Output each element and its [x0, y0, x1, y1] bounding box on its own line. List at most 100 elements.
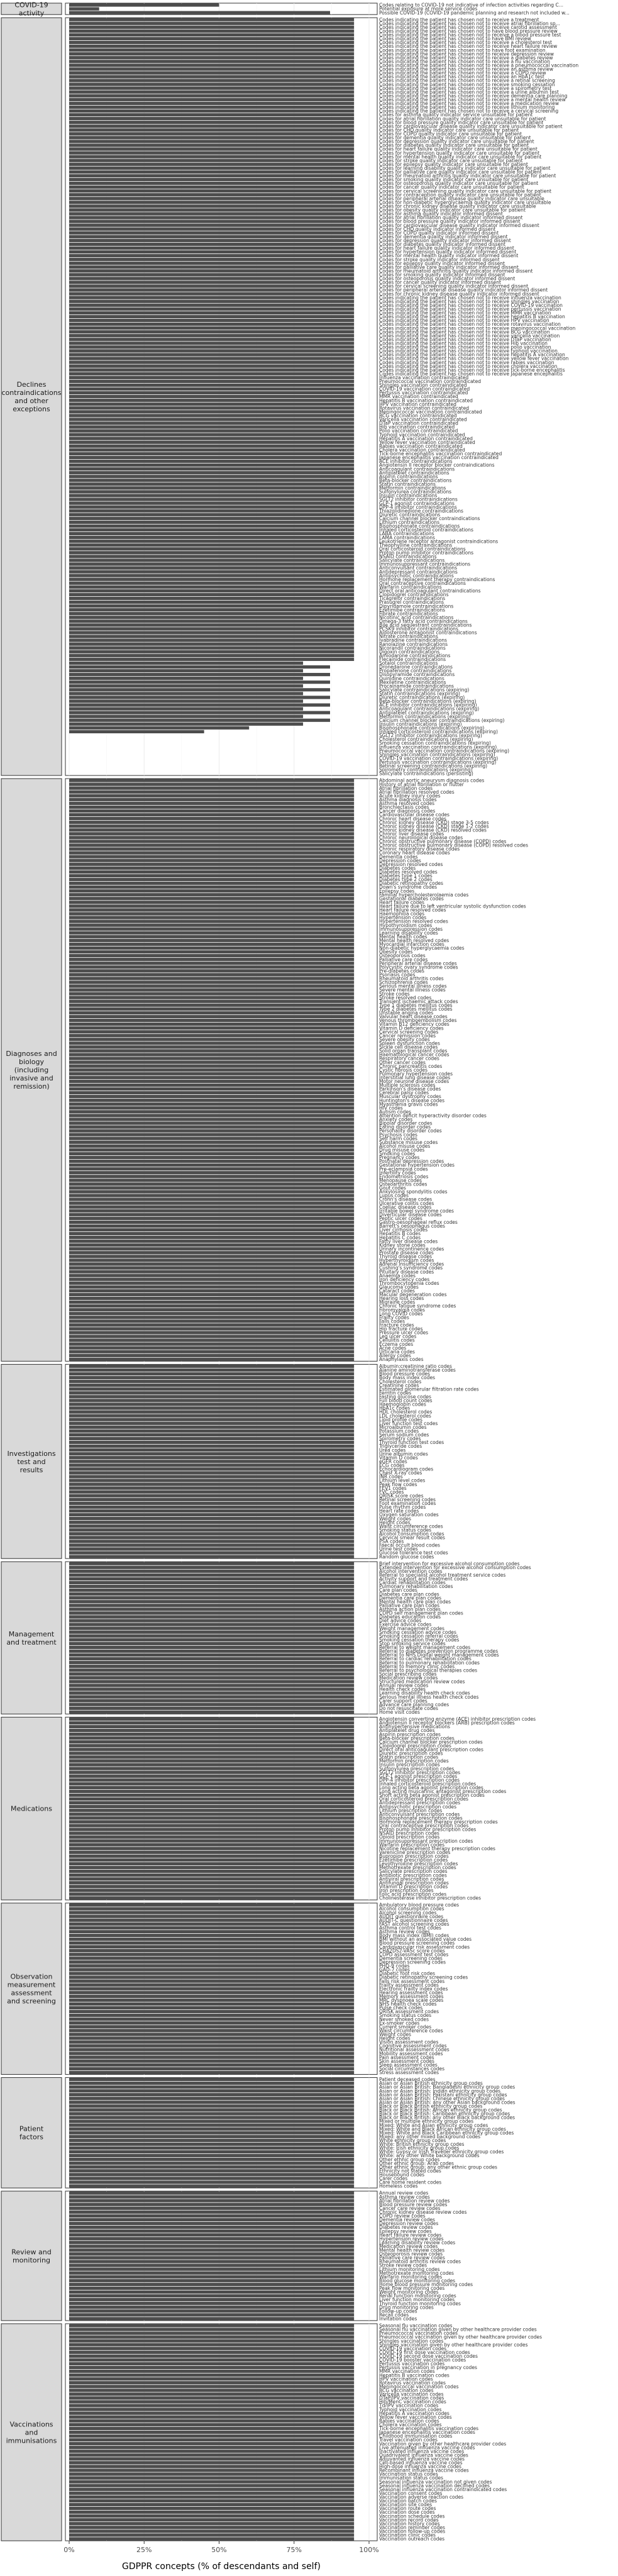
bar — [69, 1375, 355, 1380]
category-label: Methotrexate prescription codes — [379, 1865, 456, 1870]
category-label: Solid organ transplant codes — [379, 1048, 447, 1054]
category-label: Seasonal influenza vaccination not given… — [379, 2479, 492, 2485]
bar — [69, 688, 330, 692]
category-label: Myasthenia gravis codes — [379, 1101, 438, 1107]
category-label: Vaccination status codes — [379, 2472, 438, 2477]
bar — [69, 1387, 355, 1391]
bar — [69, 425, 355, 429]
facet-strip — [1, 1363, 62, 1559]
bar — [69, 1998, 355, 2002]
category-label: Blood pressure screening codes — [379, 1940, 455, 1946]
category-label: Weight codes — [379, 2032, 411, 2038]
bar — [69, 2465, 355, 2468]
bar — [69, 2396, 355, 2400]
category-label: Transient ischaemic attack codes — [378, 999, 458, 1004]
category-label: Vision assessment codes — [379, 2040, 438, 2045]
category-label: MMR vaccination contraindicated — [379, 394, 458, 399]
bar — [69, 338, 355, 341]
bar — [69, 604, 355, 608]
category-label: MRC dyspnoea scale codes — [379, 1997, 443, 2003]
bar — [69, 1163, 355, 1167]
bar — [69, 1463, 355, 1467]
bar — [69, 1144, 355, 1148]
facet-strip — [1, 17, 62, 776]
bar — [69, 1854, 355, 1858]
bar — [69, 984, 355, 988]
bar — [69, 2206, 355, 2210]
category-label: Codes for dementia quality indicator inf… — [379, 234, 507, 240]
bar — [69, 973, 355, 977]
category-label: Heart failure codes — [379, 899, 424, 905]
category-label: Salicylate contraindications (expiring) — [379, 687, 469, 692]
category-label: Fracture codes — [379, 1323, 414, 1328]
category-label: Heart failure review codes — [379, 2232, 441, 2238]
category-label: Falls risk assessment codes — [379, 1979, 444, 1984]
category-label: Cholera vaccination codes — [379, 2422, 442, 2428]
category-label: Drug misuse codes — [379, 1147, 424, 1153]
category-label: Asian or Asian British: Chinese ethnicit… — [379, 2096, 505, 2101]
category-label: Autism codes — [379, 1109, 411, 1114]
category-label: AUDIT-C questionnaire codes — [379, 1918, 448, 1923]
bar — [69, 821, 355, 824]
category-label: Chronic respiratory disease codes — [379, 847, 460, 852]
bar — [69, 1702, 355, 1706]
category-label: Height codes — [379, 2036, 411, 2041]
facet-strip — [1, 2323, 62, 2541]
bar — [69, 2013, 355, 2018]
bar — [69, 790, 355, 794]
category-label: Pre-eclampsia codes — [379, 1166, 428, 1172]
bar — [69, 1418, 355, 1421]
category-label: Diabetes codes — [379, 865, 416, 871]
category-label: QRISK score codes — [379, 1493, 424, 1499]
bar — [69, 2385, 355, 2389]
category-label: Direct oral anticoagulant prescription c… — [379, 1746, 483, 1752]
bar — [69, 307, 355, 311]
bar — [69, 657, 355, 661]
bar — [69, 965, 355, 969]
bar — [69, 1521, 355, 1524]
category-label: Codes for COPD quality indicator informe… — [379, 230, 499, 236]
bar — [69, 1026, 355, 1030]
category-label: Codes indicating the patient has chosen … — [379, 364, 558, 369]
bar — [69, 2529, 355, 2533]
category-label: Codes for heart failure quality indicato… — [379, 245, 514, 251]
category-label: Codes for stroke quality indicator infor… — [379, 257, 500, 262]
category-label: Drug monitoring codes — [379, 2304, 434, 2310]
category-label: Referral to NHS Digital weight managemen… — [379, 1652, 499, 1658]
bar — [69, 1862, 355, 1866]
category-label: Black or Black British: Caribbean ethnic… — [379, 2111, 510, 2117]
category-label: Ankylosing spondylitis codes — [379, 1189, 448, 1195]
bar — [69, 1740, 355, 1744]
bar — [69, 927, 355, 931]
bar — [69, 18, 355, 21]
category-label: Epilepsy codes — [379, 888, 414, 894]
category-label: Codes indicating the patient has chosen … — [379, 295, 561, 301]
category-label: Triglyceride codes — [378, 1443, 422, 1449]
category-label: Spirometry contraindications (expiring) — [379, 767, 473, 773]
category-label: Home blood pressure monitoring codes — [379, 2282, 473, 2287]
category-label: Learning disability codes — [379, 930, 438, 936]
bar — [69, 2358, 355, 2362]
bar — [69, 1721, 355, 1725]
category-label: Referral to specialist alcohol treatment… — [379, 1572, 505, 1578]
bar — [69, 642, 355, 646]
category-label: Hepatitis B codes — [379, 1231, 421, 1236]
bar — [69, 250, 355, 254]
bar — [69, 2040, 355, 2044]
bar — [69, 1699, 355, 1702]
bar — [69, 2256, 355, 2260]
bar — [69, 1774, 355, 1778]
bar — [69, 2430, 355, 2434]
bar — [69, 665, 330, 669]
category-label: Yellow fever vaccination contraindicated — [378, 440, 475, 445]
category-label: ECG codes — [379, 1462, 405, 1468]
category-label: Codes indicating the patient has chosen … — [379, 25, 557, 30]
category-label: Codes for CHD quality indicator informed… — [379, 226, 495, 232]
category-label: Cardiac rehabilitation codes — [379, 1580, 446, 1585]
category-label: Direct oral anticoagulant contraindicati… — [379, 588, 481, 594]
category-label: COVID-19 vaccination contraindications (… — [379, 755, 498, 761]
bar — [69, 1547, 355, 1551]
bar — [69, 1892, 355, 1896]
